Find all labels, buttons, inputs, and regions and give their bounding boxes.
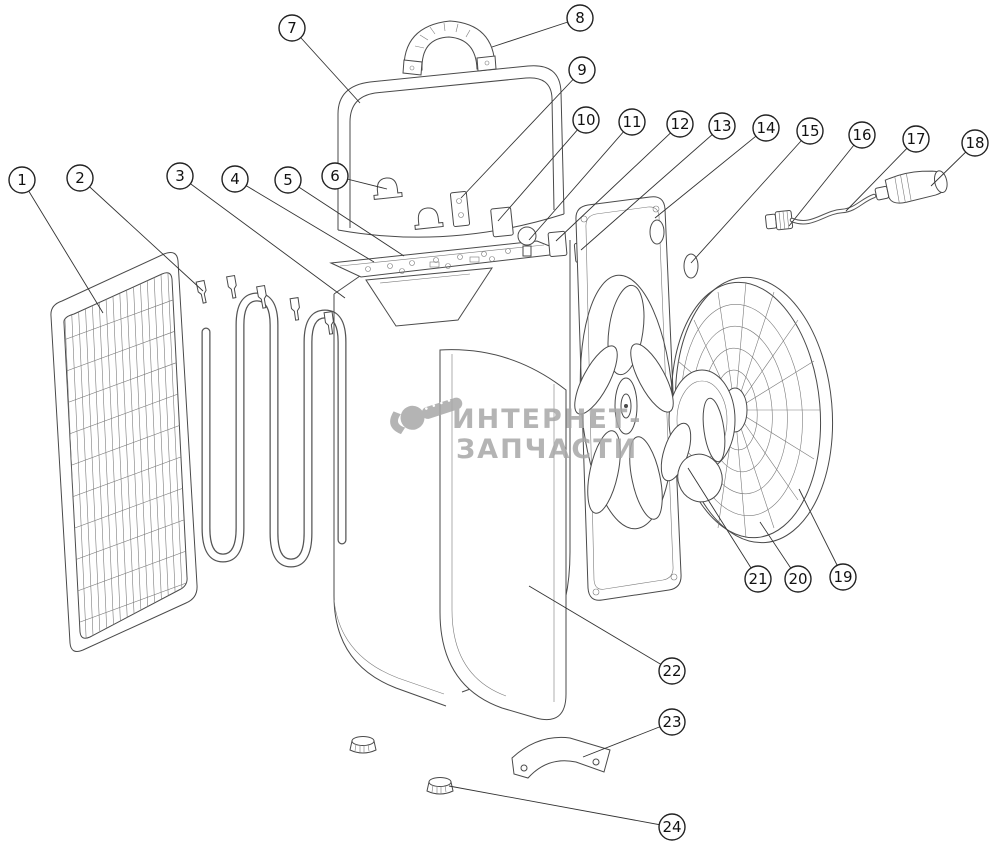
callout-leader-4 — [234, 178, 375, 263]
power-cable — [789, 193, 877, 225]
callout-leader-2 — [79, 177, 204, 292]
grille-slats — [63, 272, 188, 639]
callout-number-11: 11 — [622, 113, 641, 131]
watermark-line2: ЗАПЧАСТИ — [456, 434, 638, 465]
callout-number-13: 13 — [712, 117, 731, 135]
callout-number-1: 1 — [17, 171, 27, 189]
callout-leader-23 — [582, 721, 673, 758]
callout-leader-11 — [528, 121, 633, 241]
callout-number-4: 4 — [230, 170, 240, 188]
callout-bubble-2 — [66, 164, 94, 192]
callout-bubble-23 — [658, 708, 686, 736]
callout-number-6: 6 — [330, 167, 340, 185]
callout-number-14: 14 — [756, 119, 775, 137]
callout-number-8: 8 — [575, 9, 585, 27]
switch-part — [547, 230, 568, 257]
top-cover — [337, 65, 565, 238]
plate-holes — [365, 248, 511, 274]
watermark-logo-icon — [390, 397, 463, 435]
callout-leader-13 — [580, 125, 723, 251]
front-grille — [50, 252, 198, 652]
watermark: ИНТЕРНЕТ- ЗАПЧАСТИ — [390, 397, 643, 465]
callout-number-2: 2 — [75, 169, 85, 187]
air-inlet-funnel — [365, 267, 493, 327]
callout-bubble-1 — [8, 166, 36, 194]
plastic-fan — [660, 397, 726, 503]
carry-handle — [402, 20, 497, 76]
callout-number-15: 15 — [800, 122, 819, 140]
callout-bubble-12 — [666, 110, 694, 138]
callout-bubble-4 — [221, 165, 249, 193]
heating-element — [195, 275, 347, 568]
rubber-foot — [349, 736, 377, 754]
callout-number-18: 18 — [965, 134, 984, 152]
callout-bubble-24 — [658, 813, 686, 841]
air-duct — [439, 349, 567, 720]
callout-number-16: 16 — [852, 126, 871, 144]
callout-number-5: 5 — [283, 171, 293, 189]
cable-clamp — [373, 177, 403, 200]
callout-number-7: 7 — [287, 19, 297, 37]
callout-leader-19 — [798, 488, 844, 578]
callout-bubble-3 — [166, 162, 194, 190]
callout-number-12: 12 — [670, 115, 689, 133]
power-plug — [874, 170, 948, 204]
callout-number-3: 3 — [175, 167, 185, 185]
callout-leader-15 — [690, 130, 811, 264]
thermostat — [517, 226, 537, 257]
callout-leader-22 — [528, 585, 673, 672]
callout-bubble-11 — [618, 108, 646, 136]
callout-bubble-13 — [708, 112, 736, 140]
callout-leader-1 — [21, 179, 104, 314]
callout-leader-17 — [845, 138, 917, 212]
callout-bubble-5 — [274, 166, 302, 194]
rubber-foot-2 — [426, 777, 454, 795]
bottom-bracket — [511, 736, 611, 779]
callout-bubble-7 — [278, 14, 306, 42]
callout-bubble-10 — [572, 106, 600, 134]
callout-bubble-19 — [829, 563, 857, 591]
power-cord-connector — [764, 210, 794, 231]
callout-bubble-14 — [752, 114, 780, 142]
callout-leader-12 — [555, 123, 681, 242]
callout-bubble-15 — [796, 117, 824, 145]
callout-leader-5 — [287, 179, 405, 257]
callout-leader-21 — [687, 467, 759, 580]
callout-number-20: 20 — [788, 570, 807, 588]
callout-leader-7 — [291, 27, 361, 104]
callout-bubble-8 — [566, 4, 594, 32]
callout-number-24: 24 — [662, 818, 681, 836]
callout-number-17: 17 — [906, 130, 925, 148]
terminal-block — [449, 190, 471, 228]
callout-number-10: 10 — [576, 111, 595, 129]
callout-leader-24 — [448, 785, 673, 828]
callout-leader-14 — [654, 127, 767, 219]
callout-bubble-22 — [658, 657, 686, 685]
callout-number-22: 22 — [662, 662, 681, 680]
callout-leader-3 — [179, 175, 346, 299]
callout-bubble-21 — [744, 565, 772, 593]
callout-bubble-9 — [568, 56, 596, 84]
callout-number-23: 23 — [662, 713, 681, 731]
watermark-line1: ИНТЕРНЕТ- — [452, 404, 643, 435]
callout-bubble-20 — [784, 565, 812, 593]
callout-bubble-16 — [848, 121, 876, 149]
callout-bubble-6 — [321, 162, 349, 190]
callout-leader-16 — [788, 134, 863, 227]
callout-leader-9 — [460, 69, 583, 199]
callout-leader-10 — [497, 119, 587, 222]
callout-number-9: 9 — [577, 61, 587, 79]
grommet-rings — [649, 219, 699, 279]
callout-number-19: 19 — [833, 568, 852, 586]
bracket-small — [490, 206, 514, 238]
fan-blade — [574, 284, 674, 520]
callout-bubble-18 — [961, 129, 989, 157]
cable-clamp-2 — [414, 207, 444, 230]
callout-number-21: 21 — [748, 570, 767, 588]
callout-bubble-17 — [902, 125, 930, 153]
callout-leader-8 — [491, 17, 581, 48]
